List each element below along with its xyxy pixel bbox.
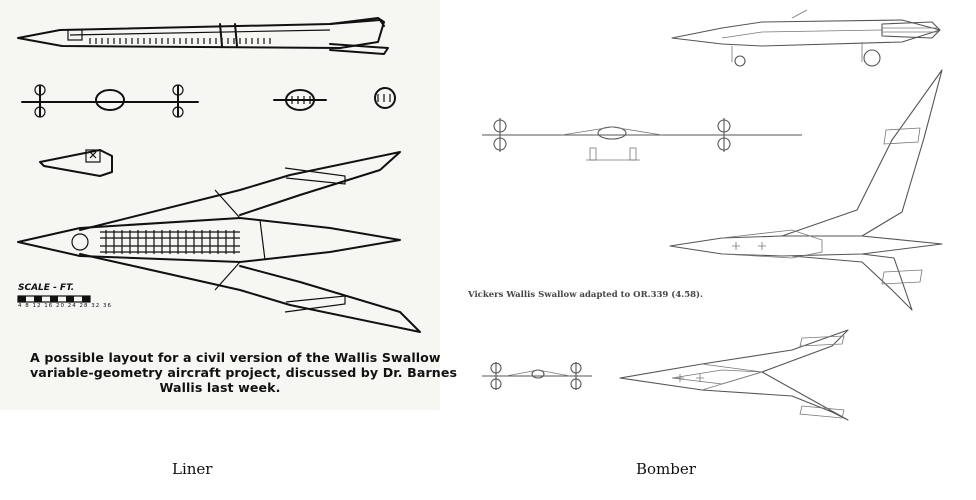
liner-cross-sections [273, 87, 396, 111]
liner-side-view [17, 17, 389, 55]
bomber-front-view-small [482, 362, 592, 390]
liner-caption: A possible layout for a civil version of… [30, 350, 458, 395]
bomber-label: Bomber [636, 460, 696, 478]
liner-drawing [17, 17, 421, 333]
liner-label: Liner [172, 460, 213, 478]
bomber-caption: Vickers Wallis Swallow adapted to OR.339… [468, 290, 704, 300]
scale-ticks: 4 8 12 16 20 24 28 32 36 [18, 303, 112, 309]
liner-plan-view [17, 151, 421, 333]
liner-caption-line-1: A possible layout for a civil version of… [30, 350, 441, 365]
liner-front-view [21, 84, 199, 118]
bomber-drawing-panel [462, 0, 976, 440]
bomber-drawing [482, 9, 943, 421]
liner-caption-line-2: variable-geometry aircraft project, disc… [30, 365, 458, 380]
bomber-side-view [671, 9, 941, 67]
bomber-front-view [482, 118, 802, 161]
bomber-plan-view-spread [619, 329, 849, 421]
scale-label: SCALE - FT. [18, 283, 75, 293]
bomber-plan-view-swept [669, 69, 943, 311]
liner-nose-detail [39, 149, 113, 177]
liner-scale-bar [17, 295, 91, 303]
liner-caption-line-3: Wallis last week. [159, 380, 281, 395]
liner-drawing-panel: SCALE - FT. 4 8 12 16 20 24 28 32 36 A p… [0, 0, 458, 410]
